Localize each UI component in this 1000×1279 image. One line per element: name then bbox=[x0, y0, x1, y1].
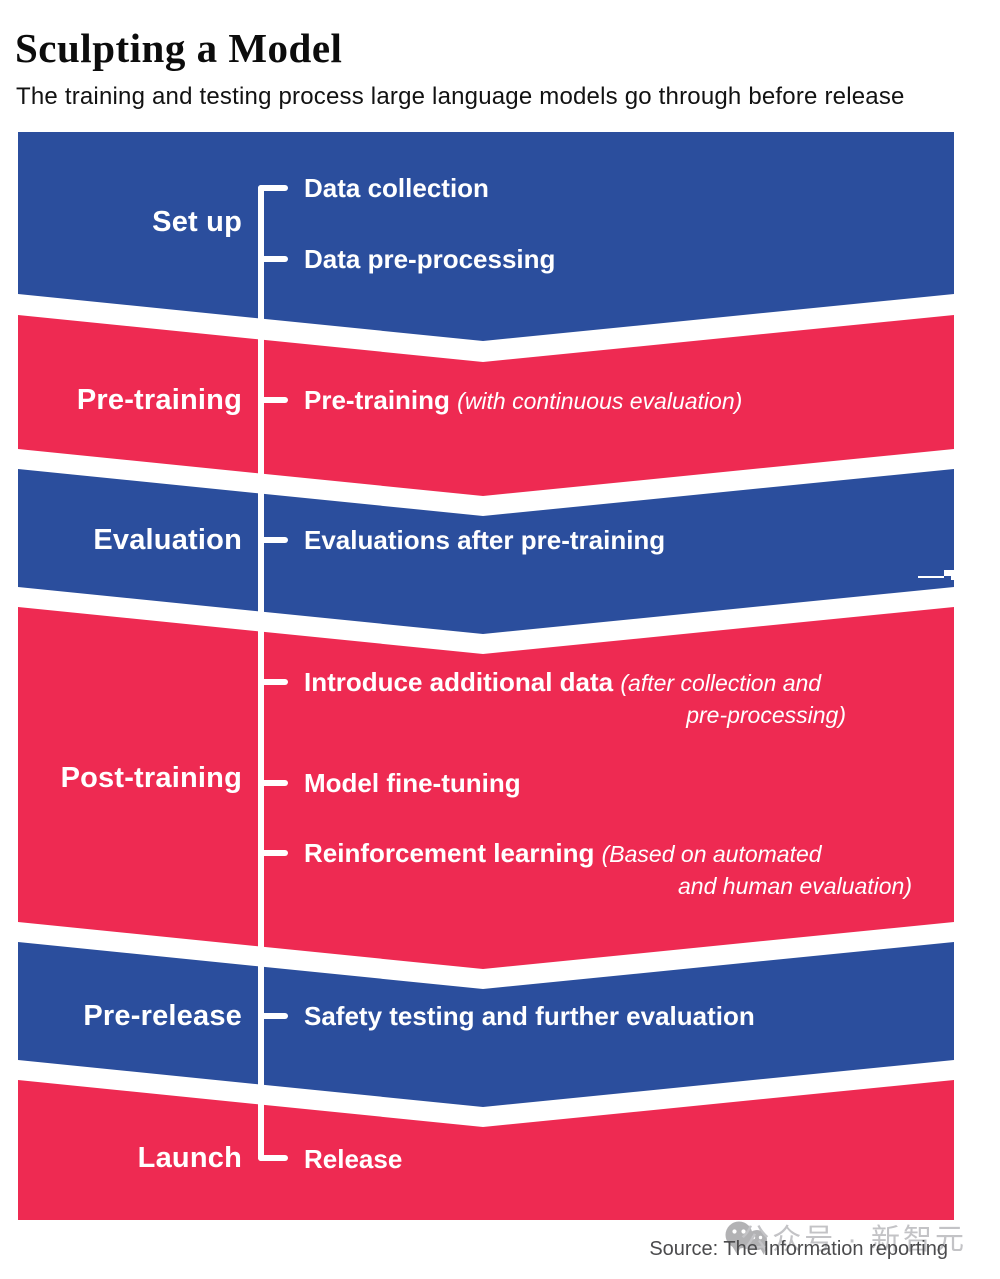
item-text: Pre-training bbox=[304, 385, 450, 415]
item-note: (Based on automated bbox=[601, 841, 822, 867]
item-release: Release bbox=[304, 1143, 402, 1175]
item-text: Model fine-tuning bbox=[304, 768, 521, 798]
page-title: Sculpting a Model bbox=[15, 25, 343, 71]
stage-label-pre-training: Pre-training bbox=[76, 384, 242, 416]
item-model-fine-tuning: Model fine-tuning bbox=[304, 767, 521, 799]
item-introduce-additional-data: Introduce additional data (after collect… bbox=[304, 666, 846, 731]
item-data-pre-processing: Data pre-processing bbox=[304, 243, 555, 275]
band-set-up bbox=[18, 132, 954, 341]
item-data-collection: Data collection bbox=[304, 172, 489, 204]
item-note-continuation: and human evaluation) bbox=[678, 873, 912, 899]
bracket-tick-introduce-data bbox=[258, 679, 288, 685]
artifact-dash bbox=[918, 576, 956, 578]
stage-label-launch: Launch bbox=[137, 1142, 242, 1174]
bracket-tick-fine-tuning bbox=[258, 780, 288, 786]
wechat-official-account-icon bbox=[725, 1221, 767, 1255]
item-text: Release bbox=[304, 1144, 403, 1174]
item-note: (after collection and bbox=[620, 670, 822, 696]
stage-label-set-up: Set up bbox=[152, 206, 242, 238]
stage-label-evaluation: Evaluation bbox=[93, 524, 242, 556]
item-reinforcement-learning: Reinforcement learning (Based on automat… bbox=[304, 837, 912, 902]
item-text: Reinforcement learning bbox=[304, 838, 595, 868]
bracket-tick-data-collection bbox=[258, 185, 288, 191]
item-pre-training: Pre-training (with continuous evaluation… bbox=[304, 384, 742, 417]
bracket-line bbox=[258, 185, 264, 1161]
page-subtitle: The training and testing process large l… bbox=[16, 83, 905, 110]
source-credit: Source: The Information reporting bbox=[649, 1238, 948, 1260]
stage-label-pre-release: Pre-release bbox=[83, 1000, 242, 1032]
artifact-square bbox=[944, 570, 957, 580]
item-text: Introduce additional data bbox=[304, 667, 614, 697]
bracket-tick-reinforcement bbox=[258, 850, 288, 856]
bracket-tick-safety-testing bbox=[258, 1013, 288, 1019]
item-text: Safety testing and further evaluation bbox=[304, 1001, 755, 1031]
item-text: Data pre-processing bbox=[304, 244, 556, 274]
item-note: (with continuous evaluation) bbox=[457, 388, 743, 414]
item-safety-testing: Safety testing and further evaluation bbox=[304, 1000, 755, 1032]
process-diagram: Set up Pre-training Evaluation Post-trai… bbox=[18, 132, 957, 1220]
item-evaluations-after-pre-training: Evaluations after pre-training bbox=[304, 524, 665, 556]
item-text: Evaluations after pre-training bbox=[304, 525, 666, 555]
item-note-continuation: pre-processing) bbox=[686, 702, 846, 728]
watermark-text: 公众号 · 新智元 bbox=[740, 1224, 967, 1256]
band-post-training bbox=[18, 607, 954, 969]
item-text: Data collection bbox=[304, 173, 489, 203]
bracket-tick-evaluations bbox=[258, 537, 288, 543]
stage-label-post-training: Post-training bbox=[60, 762, 242, 794]
bracket-tick-pre-training bbox=[258, 397, 288, 403]
bracket-tick-data-pre-processing bbox=[258, 256, 288, 262]
bracket-tick-release bbox=[258, 1155, 288, 1161]
